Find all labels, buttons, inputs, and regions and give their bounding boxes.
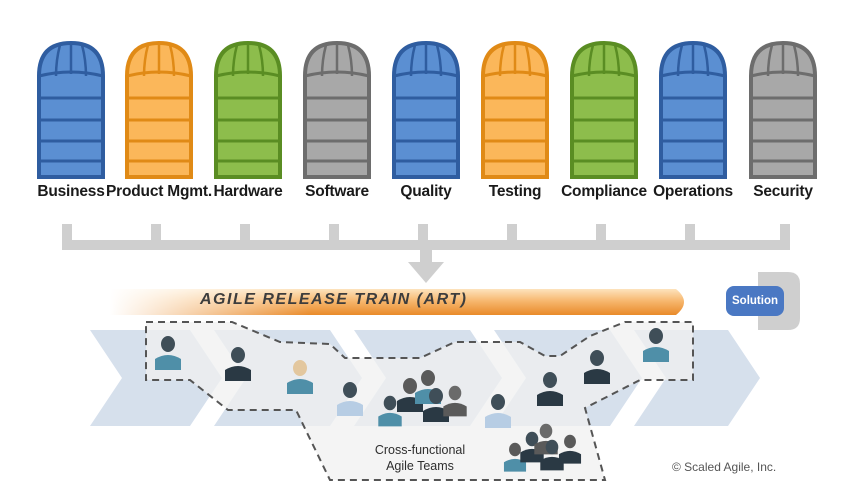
teams-label-line2: Agile Teams	[386, 459, 454, 473]
silo-security	[748, 40, 818, 180]
people-group	[155, 328, 669, 472]
silo-label: Testing	[488, 183, 542, 200]
person-icon	[337, 382, 363, 416]
silo-product-mgmt	[124, 40, 194, 180]
silo-label: Hardware	[213, 183, 283, 200]
person-icon	[584, 350, 610, 384]
bracket-bar	[62, 240, 790, 250]
bracket-ticks	[62, 224, 790, 242]
person-icon	[443, 385, 467, 417]
silo-business	[36, 40, 106, 180]
person-icon	[423, 388, 449, 422]
silo-label: Security	[753, 183, 813, 200]
silo-icon	[570, 40, 638, 179]
teams-label: Cross-functional Agile Teams	[330, 442, 510, 474]
silo-testing	[480, 40, 550, 180]
art-title: AGILE RELEASE TRAIN (ART)	[200, 291, 468, 308]
silo-quality	[391, 40, 461, 180]
silo-icon	[214, 40, 282, 179]
silo-operations	[658, 40, 728, 180]
person-icon	[155, 336, 181, 370]
teams-label-line1: Cross-functional	[374, 443, 466, 457]
silo-icon	[125, 40, 193, 179]
silo-icon	[37, 40, 105, 179]
person-icon	[558, 434, 582, 464]
down-arrow-shaft	[420, 248, 432, 264]
person-icon	[378, 395, 402, 427]
silo-label: Product Mgmt.	[106, 183, 212, 200]
silo-label: Compliance	[561, 183, 647, 200]
silo-software	[302, 40, 372, 180]
silo-hardware	[213, 40, 283, 180]
person-icon	[485, 394, 511, 428]
person-icon	[287, 360, 313, 394]
silo-icon	[749, 40, 817, 179]
copyright: © Scaled Agile, Inc.	[672, 460, 777, 474]
silo-icon	[392, 40, 460, 179]
silo-compliance	[569, 40, 639, 180]
silo-icon	[481, 40, 549, 179]
person-icon	[537, 372, 563, 406]
person-icon	[643, 328, 669, 362]
silo-label: Business	[37, 183, 105, 200]
silo-icon	[659, 40, 727, 179]
silo-label: Operations	[653, 183, 733, 200]
down-arrow-icon	[408, 262, 444, 283]
silo-label: Quality	[400, 183, 452, 200]
person-icon	[540, 439, 564, 471]
silo-icon	[303, 40, 371, 179]
solution-button[interactable]: Solution	[726, 286, 784, 316]
silo-label: Software	[305, 183, 369, 200]
person-icon	[225, 347, 251, 381]
